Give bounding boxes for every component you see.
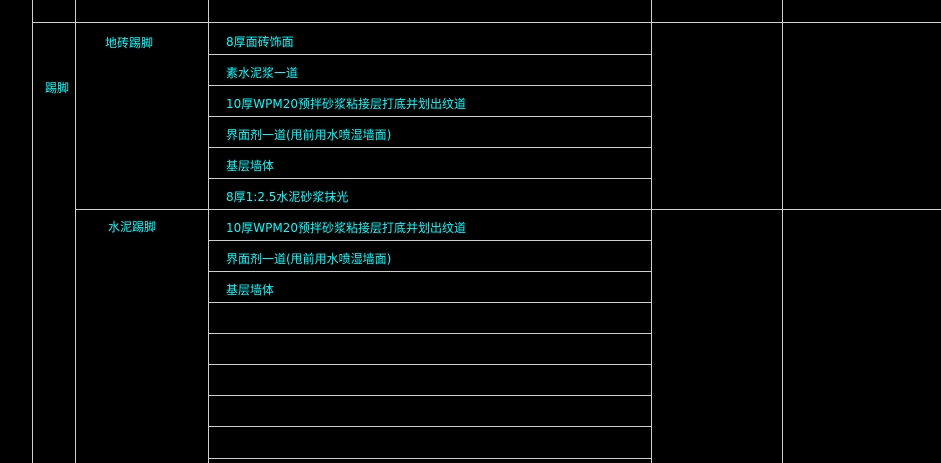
table-hline-top — [32, 22, 941, 23]
table-row-line — [208, 395, 651, 396]
table-vline-group — [208, 0, 209, 463]
table-group-separator — [75, 209, 941, 210]
layer-row-text: 10厚WPM20预拌砂浆粘接层打底并划出纹道 — [226, 97, 466, 111]
table-row-line — [208, 147, 651, 148]
layer-row-text: 界面剂一道(甩前用水喷湿墙面) — [226, 128, 392, 142]
table-row-line — [208, 240, 651, 241]
table-vline-desc-right — [651, 0, 652, 463]
layer-row-text: 界面剂一道(甩前用水喷湿墙面) — [226, 252, 392, 266]
group-name: 水泥踢脚 — [108, 220, 157, 234]
table-row-line — [208, 364, 651, 365]
table-row-line — [208, 54, 651, 55]
group-name: 地砖踢脚 — [105, 36, 154, 50]
layer-row-text: 基层墙体 — [226, 283, 275, 297]
table-row-line — [208, 458, 651, 459]
layer-row-text: 素水泥浆一道 — [226, 66, 299, 80]
section-label: 踢脚 — [45, 81, 70, 95]
table-vline-left — [32, 0, 33, 463]
table-row-line — [208, 271, 651, 272]
table-row-line — [208, 333, 651, 334]
table-vline-col4 — [782, 0, 783, 463]
table-row-line — [208, 302, 651, 303]
layer-row-text: 基层墙体 — [226, 159, 275, 173]
table-row-line — [208, 178, 651, 179]
table-row-line — [208, 85, 651, 86]
table-row-line — [208, 426, 651, 427]
table-row-line — [208, 116, 651, 117]
table-vline-section — [75, 0, 76, 463]
layer-row-text: 10厚WPM20预拌砂浆粘接层打底并划出纹道 — [226, 221, 466, 235]
layer-row-text: 8厚面砖饰面 — [226, 35, 294, 49]
layer-row-text: 8厚1:2.5水泥砂浆抹光 — [226, 190, 349, 204]
